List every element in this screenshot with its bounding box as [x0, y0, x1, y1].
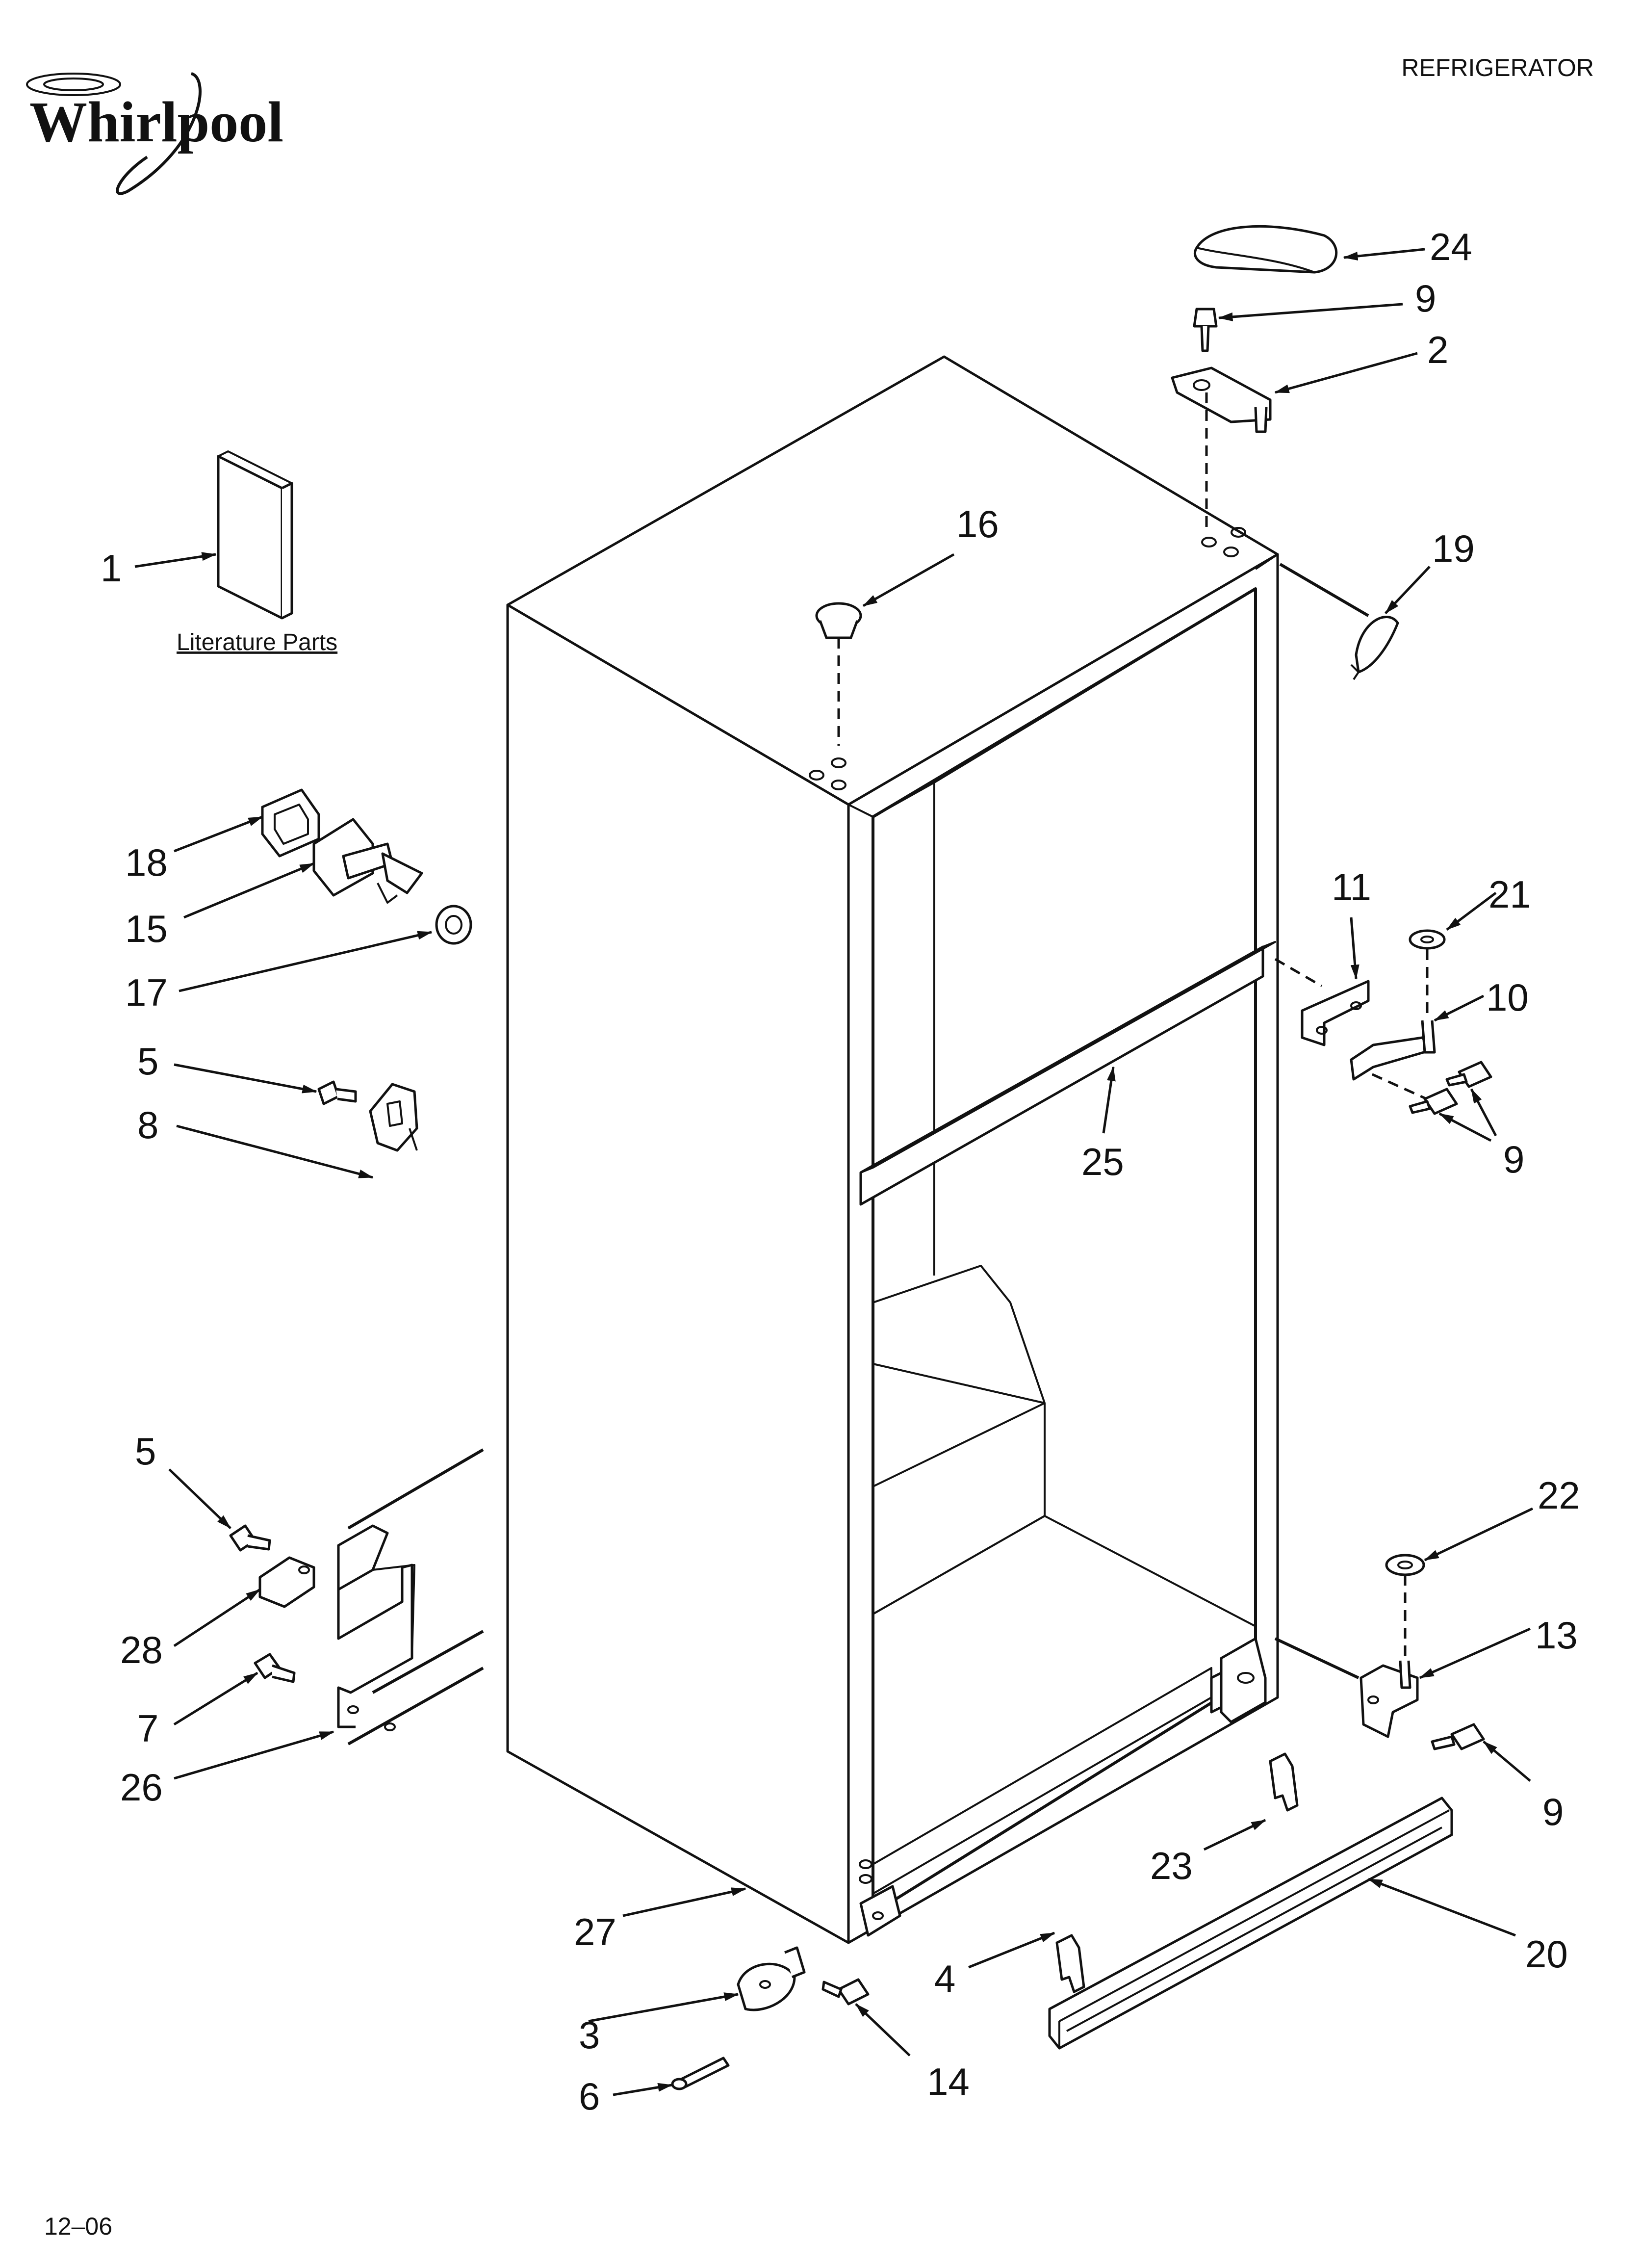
- callout-7: 7: [137, 1707, 158, 1750]
- center-hinge-bracket: [1301, 980, 1370, 1046]
- callout-27: 27: [574, 1910, 616, 1954]
- callout-5-lower: 5: [135, 1430, 156, 1473]
- screw-7: [254, 1653, 296, 1683]
- cabinet-corner-bracket-right: [1210, 1637, 1267, 1723]
- leveling-leg-3: [737, 1946, 806, 2011]
- callout-20: 20: [1525, 1932, 1568, 1976]
- callout-6: 6: [579, 2075, 600, 2118]
- callout-1: 1: [101, 547, 122, 590]
- callout-21: 21: [1488, 873, 1531, 916]
- cabinet-corner-bracket-left: [859, 1859, 901, 1937]
- callout-5-upper: 5: [137, 1040, 158, 1083]
- brand-wordmark: Whirlpool: [29, 90, 283, 154]
- lower-bracket-26: [337, 1524, 415, 1731]
- screw-9-center-b: [1409, 1088, 1458, 1115]
- top-holes: [809, 527, 1246, 790]
- screw-14: [821, 1978, 870, 2006]
- date-code: 12–06: [44, 2213, 112, 2240]
- cabinet-cross-rail: [859, 941, 1276, 1206]
- screw-9-center-a: [1445, 1061, 1492, 1088]
- callout-26: 26: [120, 1766, 163, 1809]
- clip-4: [1055, 1934, 1085, 1993]
- callout-9-center: 9: [1503, 1138, 1524, 1181]
- callout-17: 17: [125, 971, 168, 1014]
- callout-3: 3: [579, 2013, 600, 2057]
- callout-13: 13: [1535, 1614, 1578, 1657]
- pin-6: [671, 2057, 730, 2090]
- callout-16: 16: [956, 502, 999, 546]
- callout-18: 18: [125, 841, 168, 884]
- callout-28: 28: [120, 1628, 163, 1671]
- whirlpool-logo: Whirlpool: [26, 72, 283, 195]
- callout-22: 22: [1538, 1474, 1580, 1517]
- base-grille-20: [1048, 1797, 1453, 2050]
- clip-23: [1269, 1752, 1299, 1812]
- bracket-guide-upper: [347, 1448, 484, 1530]
- center-hinge-dash-upper: [1274, 958, 1323, 988]
- center-hinge-10: [1350, 1020, 1436, 1081]
- callout-19: 19: [1432, 527, 1475, 570]
- screw-9-bottom: [1431, 1723, 1485, 1750]
- callout-2: 2: [1427, 328, 1448, 371]
- center-hinge-dash-lower: [1355, 1066, 1433, 1103]
- top-hinge: [1171, 366, 1272, 433]
- callout-15: 15: [125, 907, 168, 950]
- callout-23: 23: [1150, 1844, 1193, 1887]
- literature-parts-label: Literature Parts: [177, 629, 337, 655]
- refrigerator-cabinet: [506, 355, 1279, 1944]
- hinge-screw-top: [1193, 308, 1218, 352]
- washer-21: [1409, 929, 1446, 950]
- gasket-18: [261, 788, 320, 858]
- screw-5-upper: [317, 1080, 357, 1105]
- callout-24: 24: [1430, 225, 1472, 268]
- bracket-guide-mid: [372, 1630, 484, 1694]
- door-stop-8: [369, 1083, 418, 1152]
- bracket-guide-lower: [347, 1667, 484, 1746]
- callout-labels: 1 24 9 2 16 19 18 15 17 5 8 11 21 10 9 2…: [101, 225, 1580, 2118]
- door-stop-28: [258, 1556, 315, 1608]
- hinge-cover: [1193, 225, 1338, 274]
- literature-book: [217, 450, 293, 620]
- hinge-pin-cover: [1350, 616, 1399, 680]
- callout-4: 4: [934, 1957, 955, 2000]
- bushing-15: [312, 818, 423, 904]
- callout-8: 8: [137, 1103, 158, 1147]
- callout-9-bottom: 9: [1542, 1790, 1564, 1833]
- bottom-hinge-line: [1274, 1637, 1360, 1679]
- callout-10: 10: [1486, 976, 1529, 1019]
- top-plug: [815, 602, 862, 639]
- pin-cover-line: [1279, 563, 1369, 617]
- callout-9-top: 9: [1415, 277, 1436, 320]
- product-title: REFRIGERATOR: [1401, 54, 1594, 81]
- screw-5-lower: [229, 1524, 271, 1552]
- leader-arrows: [134, 248, 1534, 2096]
- callout-14: 14: [927, 2060, 970, 2103]
- bottom-hinge-13: [1360, 1660, 1419, 1738]
- washer-22: [1385, 1554, 1425, 1576]
- grommet-17: [435, 905, 472, 945]
- callout-25: 25: [1081, 1140, 1124, 1183]
- callout-11: 11: [1332, 865, 1371, 909]
